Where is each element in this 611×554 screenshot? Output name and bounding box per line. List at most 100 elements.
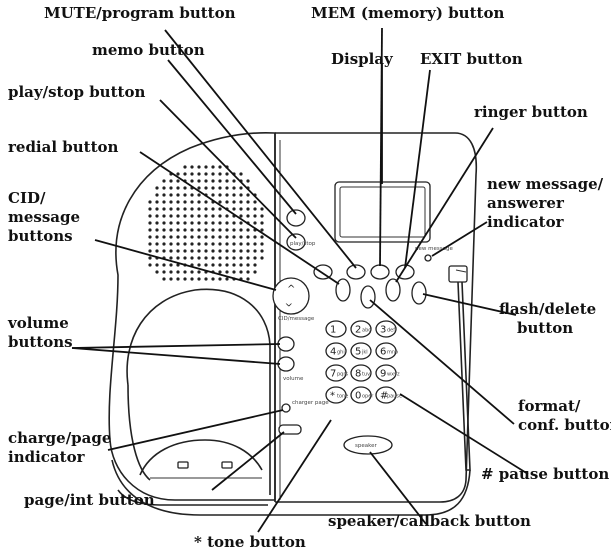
grille-dot: [169, 256, 173, 260]
grille-dot: [246, 207, 250, 211]
grille-dot: [148, 214, 152, 218]
grille-dot: [190, 270, 194, 274]
grille-dot: [176, 235, 180, 239]
leader-page-int: [211, 431, 285, 491]
page-int-key[interactable]: [278, 424, 302, 435]
grille-dot: [169, 270, 173, 274]
grille-dot: [253, 200, 257, 204]
volume-down-key[interactable]: [277, 356, 295, 372]
memo-key[interactable]: [286, 209, 306, 227]
mute-program-key[interactable]: [346, 264, 366, 280]
new-message-led: [424, 254, 432, 262]
keypad-key-letters: jkl: [361, 350, 368, 356]
charger-text: charger page: [292, 400, 329, 406]
grille-dot: [204, 235, 208, 239]
grille-dot: [162, 207, 166, 211]
grille-dot: [169, 200, 173, 204]
grille-dot: [183, 228, 187, 232]
grille-dot: [183, 200, 187, 204]
grille-dot: [176, 172, 180, 176]
speaker-key[interactable]: speaker: [343, 435, 393, 455]
grille-dot: [225, 186, 229, 190]
leader-charge: [107, 409, 284, 451]
play-stop-key[interactable]: [286, 233, 306, 251]
grille-dot: [225, 270, 229, 274]
grille-dot: [225, 242, 229, 246]
grille-dot: [239, 263, 243, 267]
keypad-key-digit: 0: [355, 391, 361, 402]
grille-dot: [204, 228, 208, 232]
label-page-int: page/int button: [24, 491, 155, 509]
keypad-key-letters: oper: [362, 394, 374, 400]
antenna: [448, 265, 471, 471]
grille-dot: [183, 277, 187, 281]
grille-dot: [232, 235, 236, 239]
grille-dot: [211, 221, 215, 225]
grille-dot: [183, 165, 187, 169]
grille-dot: [246, 263, 250, 267]
grille-dot: [162, 249, 166, 253]
grille-dot: [232, 207, 236, 211]
grille-dot: [239, 172, 243, 176]
leader-volume-up: [71, 343, 281, 349]
flash-delete-key[interactable]: [411, 281, 427, 305]
grille-dot: [162, 193, 166, 197]
label-format-2: conf. button: [518, 416, 611, 434]
format-key[interactable]: [360, 285, 376, 309]
keypad-key-digit: 8: [355, 369, 361, 380]
keypad-key-shape: [375, 364, 397, 382]
grille-dot: [197, 200, 201, 204]
keypad-key-shape: [350, 342, 372, 360]
keypad-key-pound[interactable]: #pause: [375, 386, 402, 404]
grille-dot: [197, 228, 201, 232]
cid-message-rocker[interactable]: ^ ^ CID/message: [272, 277, 315, 322]
grille-dot: [253, 221, 257, 225]
volume-up-key[interactable]: [277, 336, 295, 352]
ringer-key[interactable]: [385, 278, 401, 302]
svg-text:^: ^: [285, 296, 293, 307]
grille-dot: [197, 263, 201, 267]
grille-dot: [218, 277, 222, 281]
keypad-key-digit: #: [380, 391, 388, 402]
keypad-key-digit: 9: [380, 369, 386, 380]
label-cid-1: CID/: [8, 189, 46, 207]
label-exit: EXIT button: [420, 50, 523, 68]
display-screen: [334, 181, 431, 243]
keypad-key-1[interactable]: 1: [325, 320, 347, 338]
grille-dot: [169, 207, 173, 211]
grille-dot: [232, 221, 236, 225]
grille-dot: [260, 256, 264, 260]
grille-dot: [204, 200, 208, 204]
grille-dot: [176, 221, 180, 225]
phone-base: [108, 131, 478, 516]
grille-dot: [260, 242, 264, 246]
grille-dot: [148, 235, 152, 239]
label-tone: * tone button: [194, 533, 306, 551]
mem-key[interactable]: [370, 264, 390, 280]
grille-dot: [218, 186, 222, 190]
keypad-key-star[interactable]: *tone: [325, 386, 348, 404]
grille-dot: [260, 214, 264, 218]
grille-dot: [260, 228, 264, 232]
grille-dot: [197, 186, 201, 190]
grille-dot: [176, 186, 180, 190]
grille-dot: [239, 221, 243, 225]
grille-dot: [204, 186, 208, 190]
grille-dot: [197, 256, 201, 260]
grille-dot: [162, 270, 166, 274]
label-play-stop: play/stop button: [8, 83, 145, 101]
grille-dot: [183, 221, 187, 225]
redial-lower-key[interactable]: [335, 278, 351, 302]
grille-dot: [183, 235, 187, 239]
grille-dot: [155, 186, 159, 190]
